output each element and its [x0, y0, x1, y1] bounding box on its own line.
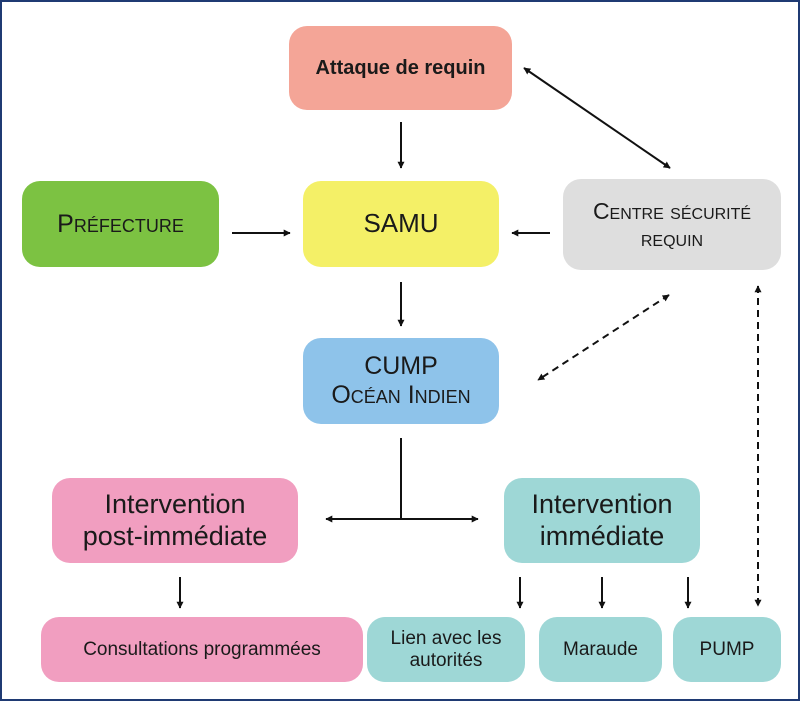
node-label-line: immédiate	[539, 520, 665, 551]
edge-csr-cump	[537, 294, 670, 381]
node-centre-securite-requin: Centre sécurité requin	[563, 179, 781, 270]
node-label-line: Intervention	[531, 489, 673, 520]
node-attaque-de-requin: Attaque de requin	[289, 26, 512, 110]
node-maraude: Maraude	[539, 617, 662, 682]
node-label-line: Attaque de requin	[315, 56, 486, 79]
node-cump-ocean-indien: CUMP Océan Indien	[303, 338, 499, 424]
node-label-line: post-immédiate	[82, 520, 268, 551]
node-label-line: CUMP	[364, 352, 438, 381]
node-label-line: SAMU	[363, 208, 439, 239]
node-label-line: Consultations programmées	[83, 638, 321, 660]
node-label-line: PUMP	[699, 638, 755, 660]
node-label-line: Centre sécurité	[592, 198, 752, 225]
node-label-line: Océan Indien	[331, 381, 471, 409]
node-label-line: requin	[640, 224, 704, 251]
node-intervention-post-immediate: Intervention post-immédiate	[52, 478, 298, 563]
node-label-line: Lien avec les	[390, 627, 502, 649]
node-intervention-immediate: Intervention immédiate	[504, 478, 700, 563]
edge-attack-csr	[523, 67, 671, 169]
node-pump: PUMP	[673, 617, 781, 682]
node-label-line: Intervention	[104, 489, 246, 520]
node-prefecture: Préfecture	[22, 181, 219, 267]
node-label-line: Préfecture	[57, 209, 184, 238]
node-samu: SAMU	[303, 181, 499, 267]
node-lien-avec-les-autorites: Lien avec les autorités	[367, 617, 525, 682]
node-consultations-programmees: Consultations programmées	[41, 617, 363, 682]
node-label-line: Maraude	[563, 638, 638, 660]
node-label-line: autorités	[409, 649, 483, 671]
